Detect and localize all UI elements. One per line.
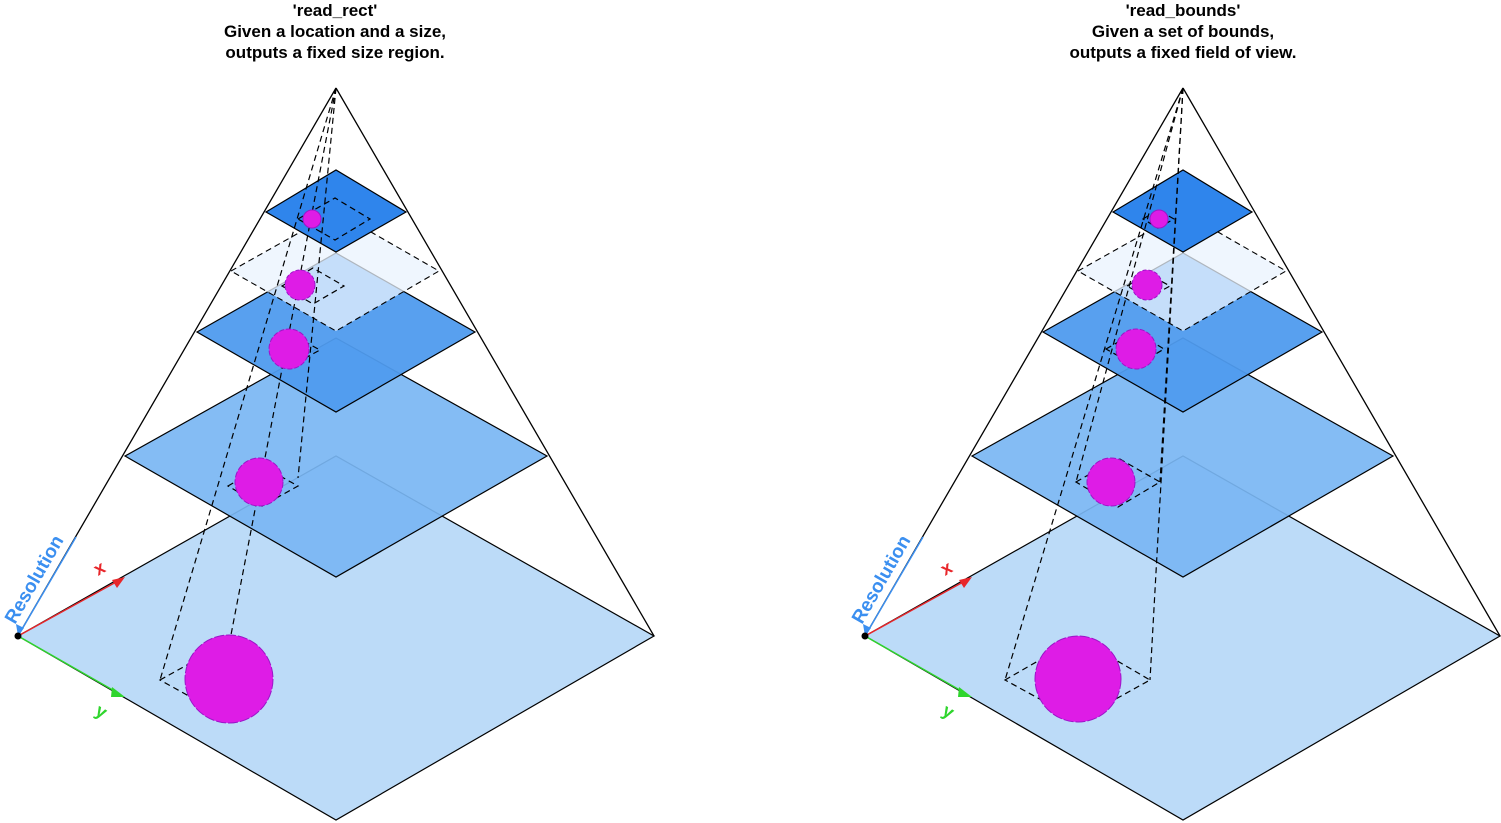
x-axis-arrow-icon: [112, 577, 125, 588]
blob-level-4: [1149, 209, 1169, 229]
pyramid-level-4: [1111, 169, 1254, 253]
blob-level-1: [1086, 457, 1136, 507]
pyramid-level-1: [123, 337, 549, 578]
read-bounds-desc-line2: outputs a fixed field of view.: [1069, 43, 1297, 62]
blob-level-1: [234, 457, 284, 507]
read-rect-title: 'read_rect': [292, 1, 378, 20]
y-axis-label: y: [939, 700, 958, 722]
read-bounds-desc-line1: Given a set of bounds,: [1091, 22, 1275, 41]
blob-level-4: [302, 209, 322, 229]
blob-level-2: [1115, 328, 1157, 370]
read-rect-pyramid: Resolution x y: [1, 87, 656, 821]
x-axis: [864, 580, 966, 637]
x-axis-label: x: [937, 557, 956, 579]
y-axis: [17, 635, 119, 694]
read-bounds-pyramid: Resolution x y: [848, 87, 1501, 821]
resolution-axis: [17, 536, 77, 637]
y-axis-label: y: [92, 700, 111, 722]
read-rect-desc-line1: Given a location and a size,: [223, 22, 446, 41]
x-axis-arrow-icon: [959, 577, 972, 588]
x-axis-label: x: [90, 557, 109, 579]
blob-level-2: [268, 328, 310, 370]
origin-point: [861, 632, 869, 640]
y-axis-arrow-icon: [958, 687, 972, 697]
blob-level-0: [184, 634, 274, 724]
pyramid-level-4: [264, 169, 408, 253]
resolution-axis: [864, 536, 924, 637]
read-bounds-title: 'read_bounds': [1125, 1, 1241, 20]
read-bounds-panel: 'read_bounds' Given a set of bounds, out…: [750, 0, 1501, 823]
blob-level-0: [1034, 635, 1122, 723]
read-rect-panel: 'read_rect' Given a location and a size,…: [0, 0, 750, 823]
blob-level-3: [1131, 269, 1163, 301]
origin-point: [14, 632, 22, 640]
read-rect-caption: 'read_rect' Given a location and a size,…: [0, 0, 670, 63]
pyramid-level-1: [970, 337, 1395, 578]
read-bounds-caption: 'read_bounds' Given a set of bounds, out…: [848, 0, 1501, 63]
x-axis: [17, 580, 119, 637]
y-axis-arrow-icon: [111, 687, 125, 697]
blob-level-3: [284, 269, 316, 301]
read-rect-desc-line2: outputs a fixed size region.: [225, 43, 445, 62]
y-axis: [864, 635, 966, 694]
